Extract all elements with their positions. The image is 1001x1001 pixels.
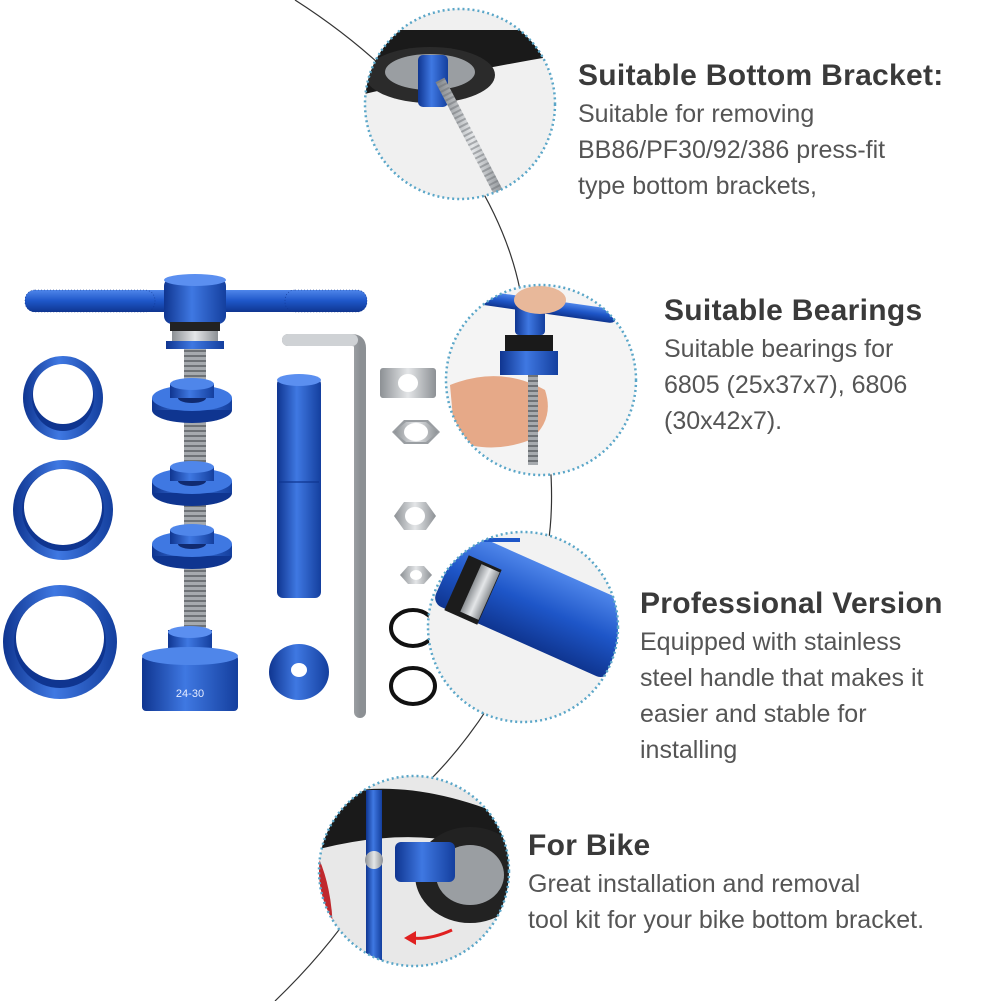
adapter-ring [13,460,113,560]
feature-line: Equipped with stainless [640,628,902,656]
press-disc [152,461,232,506]
feature-title: Suitable Bottom Bracket: [578,59,944,92]
hex-nut [392,420,440,444]
press-disc [152,524,232,569]
bottom-cup: 24-30 [142,626,238,711]
hex-nut [400,566,432,584]
feature-professional-version: Professional Version Equipped with stain… [640,586,995,768]
detail-circle-bike [317,774,511,968]
feature-line: Suitable for removing [578,100,815,128]
feature-title: Professional Version [640,587,943,620]
feature-description: Equipped with stainless steel handle tha… [640,624,995,768]
press-disc [152,378,232,423]
feature-line: type bottom brackets, [578,172,818,200]
feature-line: installing [640,736,738,764]
bearing-press-tool: 24-30 [24,274,368,711]
feature-line: (30x42x7). [664,407,783,435]
adapter-ring [3,585,117,699]
detail-circle-bearings [444,283,638,477]
feature-line: BB86/PF30/92/386 press-fit [578,136,886,164]
hex-key [282,334,366,718]
feature-title: For Bike [528,829,651,862]
feature-line: Suitable bearings for [664,335,894,363]
feature-line: Great installation and removal [528,870,861,898]
steel-spacer [380,368,436,398]
feature-description: Great installation and removal tool kit … [528,866,998,938]
feature-description: Suitable for removing BB86/PF30/92/386 p… [578,96,998,204]
cup-size-label: 24-30 [176,688,204,700]
feature-title: Suitable Bearings [664,294,923,327]
extension-sleeve [277,374,321,598]
feature-bottom-bracket: Suitable Bottom Bracket: Suitable for re… [578,58,998,204]
feature-description: Suitable bearings for 6805 (25x37x7), 68… [664,331,994,439]
hex-nut [394,502,436,530]
feature-line: easier and stable for [640,700,867,728]
detail-circle-bottom-bracket [363,7,557,201]
feature-for-bike: For Bike Great installation and removal … [528,828,998,938]
o-ring [389,666,437,706]
feature-line: tool kit for your bike bottom bracket. [528,906,925,934]
adapter-ring [23,356,103,440]
feature-line: 6805 (25x37x7), 6806 [664,371,908,399]
detail-circle-professional [426,530,620,724]
feature-bearings: Suitable Bearings Suitable bearings for … [664,293,994,439]
blue-washer [269,644,329,700]
feature-line: steel handle that makes it [640,664,924,692]
